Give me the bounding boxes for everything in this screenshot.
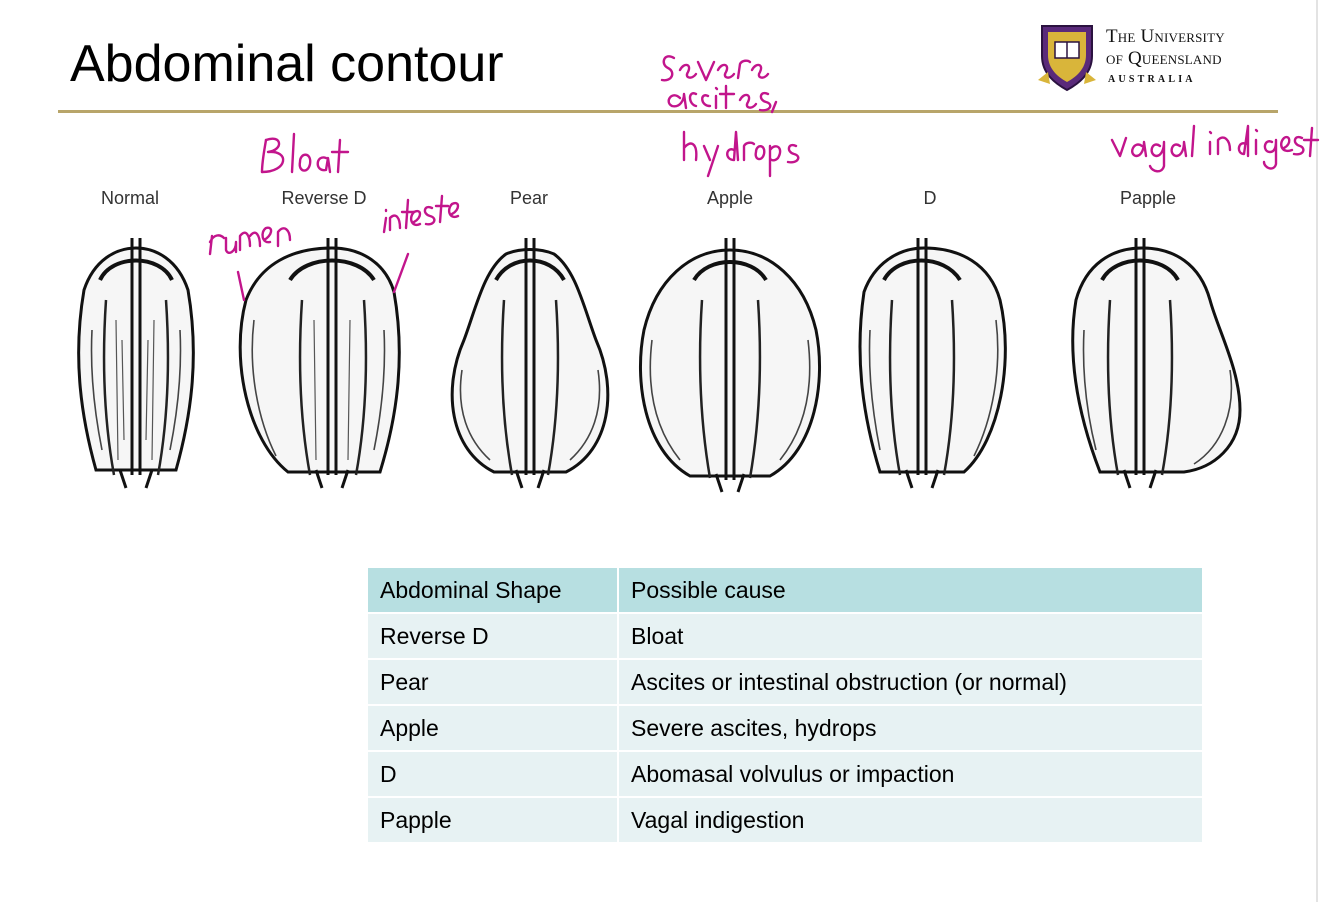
slide-title: Abdominal contour [70,35,504,93]
cow-illustration-d [858,238,1007,489]
shape-label-d: D [923,188,937,208]
table-row: D Abomasal volvulus or impaction [368,752,1204,798]
table-cell-shape: Pear [368,660,619,706]
cow-illustration-pear [450,238,610,489]
table-cell-cause: Ascites or intestinal obstruction (or no… [619,660,1204,706]
logo-line-1: The University [1106,26,1225,47]
abdominal-shape-cause-table: Abdominal Shape Possible cause Reverse D… [368,568,1204,844]
table-header-cell: Abdominal Shape [368,568,619,614]
cow-illustration-reverse-d [238,238,401,489]
cow-illustration-papple [1071,238,1242,489]
vertical-scrollbar[interactable] [1316,0,1334,902]
title-divider [58,110,1278,113]
table-header-cell: Possible cause [619,568,1204,614]
table-cell-cause: Vagal indigestion [619,798,1204,844]
table-cell-cause: Abomasal volvulus or impaction [619,752,1204,798]
table-cell-shape: Reverse D [368,614,619,660]
abdominal-contour-figure: Normal Reverse D Pear Apple D Papple [44,180,1250,500]
shape-label-reverse-d: Reverse D [281,188,367,208]
table-row: Reverse D Bloat [368,614,1204,660]
table-cell-cause: Severe ascites, hydrops [619,706,1204,752]
cow-illustration-apple [638,238,822,493]
table-cell-shape: Apple [368,706,619,752]
shape-label-papple: Papple [1119,188,1177,208]
table-cell-cause: Bloat [619,614,1204,660]
logo-wordmark: The University of Queensland AUSTRALIA [1106,26,1225,85]
logo-line-2: of Queensland [1106,48,1222,69]
university-logo: The University of Queensland AUSTRALIA [1038,22,1288,94]
table-row: Papple Vagal indigestion [368,798,1204,844]
table-header-row: Abdominal Shape Possible cause [368,568,1204,614]
table-row: Apple Severe ascites, hydrops [368,706,1204,752]
shape-label-apple: Apple [706,188,754,208]
shape-label-pear: Pear [509,188,549,208]
table-cell-shape: D [368,752,619,798]
shape-label-normal: Normal [100,188,160,208]
cow-illustration-normal [77,238,195,489]
crest-icon [1038,25,1096,92]
table-row: Pear Ascites or intestinal obstruction (… [368,660,1204,706]
table-cell-shape: Papple [368,798,619,844]
logo-line-3: AUSTRALIA [1108,74,1196,85]
